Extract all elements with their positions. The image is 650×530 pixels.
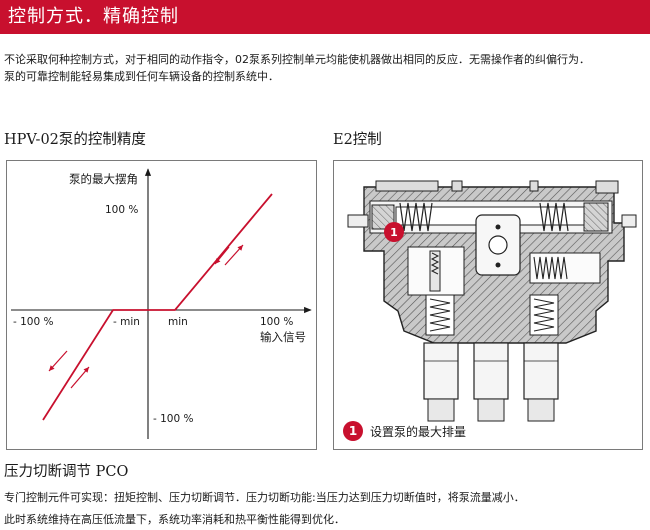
x-tick-neg100: - 100 % — [13, 316, 54, 328]
legend-label: 设置泵的最大排量 — [370, 424, 467, 439]
lower-spools — [425, 294, 559, 336]
solenoid-coils — [423, 342, 559, 422]
diagram-legend: 1 设置泵的最大排量 — [343, 420, 466, 442]
center-valve-block — [475, 214, 521, 276]
direction-arrow-upper-2-head — [237, 245, 243, 251]
y-tick-neg100: - 100 % — [153, 413, 194, 425]
direction-arrow-lower-1-head — [49, 365, 55, 371]
pco-line-1: 专门控制元件可实现：扭矩控制、压力切断调节．压力切断功能:当压力达到压力切断值时… — [4, 491, 525, 504]
x-tick-100: 100 % — [260, 316, 293, 328]
upper-spool — [369, 200, 613, 234]
y-axis-label: 泵的最大摆角 — [69, 172, 138, 186]
control-precision-chart: 泵的最大摆角 输入信号 - 100 % - min min 100 % 100 … — [11, 168, 312, 439]
direction-arrow-upper-1-head — [215, 258, 221, 264]
intro-line-1: 不论采取何种控制方式，对于相同的动作指令，02泵系列控制单元均能使机器做出相同的… — [4, 53, 590, 66]
pco-section-title: 压力切断调节 PCO — [4, 464, 129, 480]
y-tick-100: 100 % — [105, 204, 138, 216]
page-title: 控制方式．精确控制 — [8, 6, 179, 27]
e2-control-diagram-panel: 1 — [333, 160, 643, 450]
callout-badge-number: 1 — [390, 226, 398, 239]
x-tick-neg-min: - min — [113, 316, 140, 328]
x-axis-label: 输入信号 — [260, 330, 306, 344]
left-section-title: HPV-02泵的控制精度 — [4, 132, 146, 148]
x-tick-min: min — [168, 316, 188, 328]
right-section-title: E2控制 — [333, 132, 382, 148]
callout-badge-circle — [384, 222, 404, 242]
control-precision-chart-panel: 泵的最大摆角 输入信号 - 100 % - min min 100 % 100 … — [6, 160, 317, 450]
control-curve-series — [42, 193, 273, 421]
legend-badge: 1 — [343, 421, 363, 441]
intro-line-2: 泵的可靠控制能轻易集成到任何车辆设备的控制系统中． — [4, 70, 279, 83]
direction-arrow-lower-2-head — [83, 367, 89, 373]
header-bar: 控制方式．精确控制 — [0, 0, 650, 34]
pco-line-2: 此时系统维持在高压低流量下，系统功率消耗和热平衡性能得到优化． — [4, 513, 345, 526]
e2-control-cross-section: 1 — [347, 180, 637, 422]
